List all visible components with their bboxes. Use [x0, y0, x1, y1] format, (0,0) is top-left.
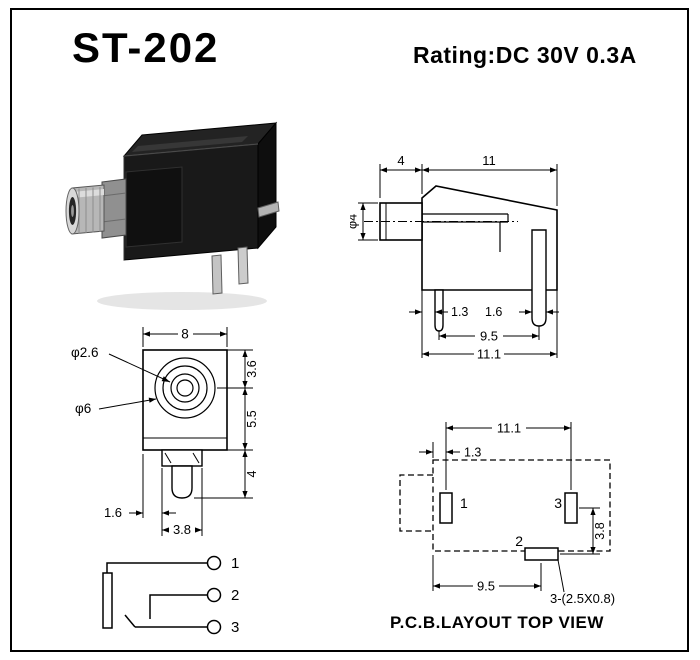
terminal-label: 1	[231, 555, 239, 572]
dim-label: 5.5	[245, 410, 259, 427]
pad-label: 1	[460, 495, 468, 511]
pad-label: 3	[554, 495, 562, 511]
dim-label: φ6	[75, 401, 91, 416]
dim-label: 11.1	[497, 421, 521, 436]
schematic-terminal-labels: 1 2 3	[231, 555, 239, 636]
pad-size-note: 3-(2.5X0.8)	[550, 591, 615, 606]
side-view-outline	[364, 185, 558, 332]
side-view-dimensions: 4 11 φ4 1.3 1.6 9.5	[350, 153, 559, 362]
dim-label: 9.5	[477, 579, 495, 594]
rating-text: Rating:DC 30V 0.3A	[413, 42, 637, 68]
photo-shadow	[97, 292, 267, 310]
dim-label: 4	[397, 153, 404, 168]
page-border	[10, 8, 689, 652]
front-view-drawing: 8 φ2.6 φ6 3.6 5.5 4	[71, 327, 259, 538]
schematic-lines	[102, 555, 222, 635]
model-number: ST-202	[72, 24, 220, 71]
dim-label: 3.8	[173, 522, 191, 537]
dim-label: 11	[482, 153, 496, 168]
front-view-dimensions: 8 φ2.6 φ6 3.6 5.5 4	[71, 327, 259, 538]
dim-label: φ2.6	[71, 345, 99, 360]
pcb-dimensions: 11.1 1.3 3.8 9.5 3-(2.5X0.8)	[419, 421, 615, 606]
dim-label: 3.6	[245, 360, 259, 377]
pcb-caption: P.C.B.LAYOUT TOP VIEW	[390, 613, 604, 632]
dim-label: 1.3	[451, 305, 468, 319]
schematic-symbol: 1 2 3	[102, 555, 239, 636]
product-photo	[65, 121, 280, 310]
dim-label: 1.6	[104, 505, 122, 520]
dim-label: 11.1	[477, 347, 501, 362]
pcb-pads: 1 3 2	[439, 492, 578, 561]
dim-label: 3.8	[593, 522, 607, 539]
front-view-outline	[142, 349, 228, 499]
connector-body	[122, 121, 278, 261]
dim-label: φ4	[350, 214, 360, 229]
dim-label: 4	[245, 470, 259, 477]
pad-label: 2	[515, 533, 523, 549]
solder-pins	[211, 201, 280, 295]
side-view-drawing: 4 11 φ4 1.3 1.6 9.5	[350, 153, 559, 362]
dim-label: 1.6	[485, 305, 502, 319]
terminal-label: 2	[231, 587, 239, 604]
terminal-label: 3	[231, 619, 239, 636]
dim-label: 1.3	[464, 446, 481, 460]
dim-label: 9.5	[480, 329, 498, 344]
dim-label: 8	[181, 327, 189, 342]
pcb-body-outline	[399, 459, 611, 552]
pcb-layout-drawing: 1 3 2 11.1 1.3 3.8	[390, 421, 615, 633]
metal-barrel	[65, 178, 127, 239]
